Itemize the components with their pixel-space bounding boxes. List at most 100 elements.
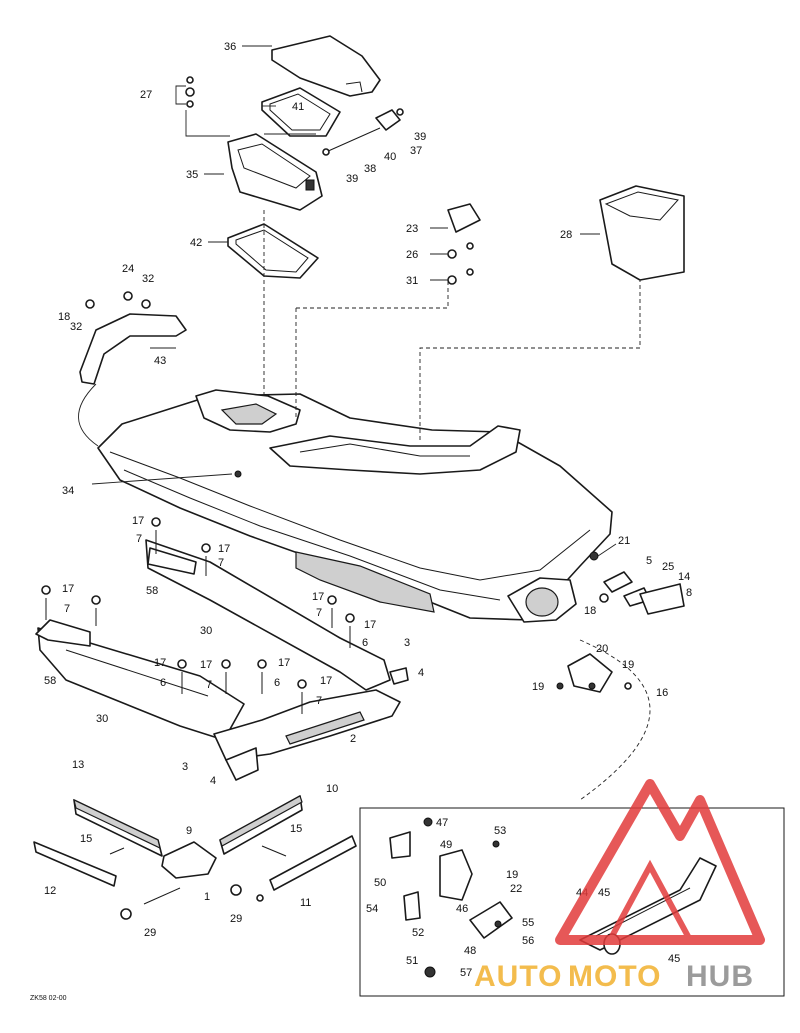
callout-7-left: 7 [64,603,70,615]
callout-45b: 45 [668,953,680,965]
callout-58b: 58 [44,675,56,687]
callout-6b: 6 [160,677,166,689]
callout-19b: 19 [622,659,634,671]
callout-29b: 29 [144,927,156,939]
callout-7e: 7 [206,679,212,691]
callout-50: 50 [374,877,386,889]
strip-11 [269,835,357,891]
callout-54: 54 [366,903,378,915]
gasket-42 [227,223,319,279]
latch-23 [447,203,481,285]
callout-labels: 36 27 41 39 37 40 38 39 35 42 23 26 31 2… [30,41,692,1002]
callout-37: 37 [410,145,422,157]
callout-17-left: 17 [62,583,74,595]
strip-13 [73,798,163,857]
callout-6c: 6 [274,677,280,689]
callout-43: 43 [154,355,166,367]
callout-28: 28 [560,229,572,241]
callout-41: 41 [292,101,304,113]
storage-tray-28 [599,185,685,281]
hinge-assembly [322,108,404,156]
callout-46: 46 [456,903,468,915]
leader-lines [78,45,651,801]
strip-10 [219,795,303,855]
callout-23: 23 [406,223,418,235]
callout-2: 2 [350,733,356,745]
callout-29a: 29 [230,913,242,925]
callout-48: 48 [464,945,476,957]
callout-17f: 17 [154,657,166,669]
callout-8: 8 [686,587,692,599]
callout-26: 26 [406,249,418,261]
callout-14: 14 [678,571,690,583]
callout-56: 56 [522,935,534,947]
callout-53: 53 [494,825,506,837]
callout-51: 51 [406,955,418,967]
callout-32b: 32 [70,321,82,333]
callout-30b: 30 [96,713,108,725]
callout-52: 52 [412,927,424,939]
callout-9: 9 [186,825,192,837]
watermark-moto: MOTO [568,960,661,993]
callout-6a: 6 [362,637,368,649]
callout-3a: 3 [404,637,410,649]
rear-hardware [589,543,685,615]
callout-17b: 17 [218,543,230,555]
callout-40: 40 [384,151,396,163]
callout-36: 36 [224,41,236,53]
footrest-right-30 [145,539,391,691]
callout-19a: 19 [532,681,544,693]
callout-55: 55 [522,917,534,929]
callout-5: 5 [646,555,652,567]
callout-24: 24 [122,263,134,275]
watermark-triangle-logo [555,779,765,945]
storage-cover-36 [271,35,381,97]
callout-38: 38 [364,163,376,175]
callout-15a: 15 [80,833,92,845]
callout-18: 18 [58,311,70,323]
callout-17d: 17 [364,619,376,631]
callout-22: 22 [510,883,522,895]
callout-17a: 17 [132,515,144,527]
callout-34: 34 [62,485,74,497]
callout-1: 1 [204,891,210,903]
callout-17h: 17 [278,657,290,669]
bracket-9 [161,841,217,879]
callout-16: 16 [656,687,668,699]
small-fasteners-1-29 [109,845,287,920]
callout-39b: 39 [346,173,358,185]
callout-17i: 17 [320,675,332,687]
automotohub-watermark: AUTO MOTO HUB [474,779,765,993]
callout-11: 11 [300,897,311,909]
callout-32: 32 [142,273,154,285]
gasket-41 [261,87,341,137]
callout-10: 10 [326,783,338,795]
callout-58a: 58 [146,585,158,597]
callout-25: 25 [662,561,674,573]
callout-7f: 7 [316,695,322,707]
callout-35: 35 [186,169,198,181]
callout-21: 21 [618,535,630,547]
callout-7a: 7 [136,533,142,545]
callout-27: 27 [140,89,152,101]
fasteners-row [41,517,355,714]
footrest-front-2 [213,689,401,761]
callout-13: 13 [72,759,84,771]
callout-57: 57 [460,967,472,979]
callout-17c: 17 [312,591,324,603]
screw-27 [185,76,195,108]
strip-12 [33,841,117,887]
callout-18b: 18 [584,605,596,617]
callout-42: 42 [190,237,202,249]
callout-45a: 45 [598,887,610,899]
callout-7c: 7 [316,607,322,619]
callout-31: 31 [406,275,418,287]
callout-4a: 4 [418,667,424,679]
callout-15b: 15 [290,823,302,835]
fitting-20 [556,653,632,693]
callout-4b: 4 [210,775,216,787]
hull-body [97,389,613,623]
watermark-hub: HUB [686,960,754,993]
